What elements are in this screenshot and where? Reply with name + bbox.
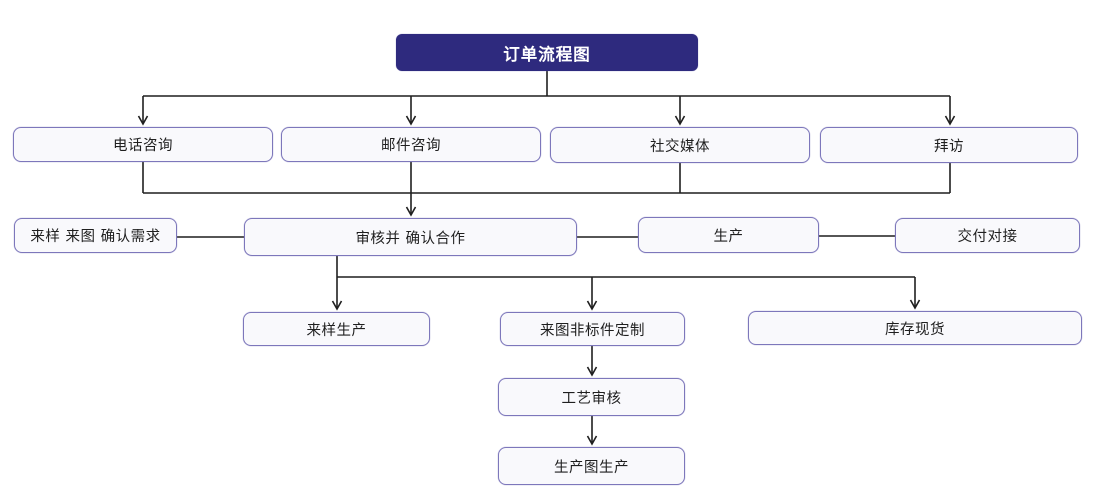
- node-label: 交付对接: [957, 229, 1018, 245]
- node-custom-nonstandard-parts: 来图非标件定制: [500, 312, 685, 346]
- node-process-review: 工艺审核: [498, 378, 685, 416]
- node-production: 生产: [638, 217, 819, 253]
- node-label: 社交媒体: [650, 138, 710, 155]
- node-label: 拜访: [934, 138, 964, 155]
- node-label: 邮件咨询: [381, 138, 441, 154]
- node-label: 电话咨询: [113, 138, 173, 154]
- node-visit: 拜访: [820, 127, 1078, 163]
- node-label: 来样 来图 确认需求: [30, 229, 161, 245]
- node-label: 来样生产: [306, 322, 367, 339]
- node-review-confirm-cooperation: 审核并 确认合作: [244, 218, 577, 256]
- node-stock-inventory: 库存现货: [748, 311, 1082, 345]
- node-label: 来图非标件定制: [540, 322, 645, 339]
- node-label: 生产: [713, 228, 744, 245]
- node-delivery-docking: 交付对接: [895, 218, 1080, 253]
- node-label: 审核并 确认合作: [355, 230, 466, 247]
- node-production-drawing-production: 生产图生产: [498, 447, 685, 485]
- node-sample-production: 来样生产: [243, 312, 430, 346]
- node-email-inquiry: 邮件咨询: [281, 127, 541, 162]
- node-label: 库存现货: [885, 321, 945, 338]
- node-order-flow-title: 订单流程图: [396, 34, 698, 71]
- node-label: 工艺审核: [561, 390, 622, 407]
- node-phone-inquiry: 电话咨询: [13, 127, 273, 162]
- node-sample-drawing-requirements: 来样 来图 确认需求: [14, 218, 177, 253]
- node-label: 订单流程图: [503, 44, 591, 64]
- node-social-media: 社交媒体: [550, 127, 810, 163]
- node-label: 生产图生产: [554, 459, 629, 476]
